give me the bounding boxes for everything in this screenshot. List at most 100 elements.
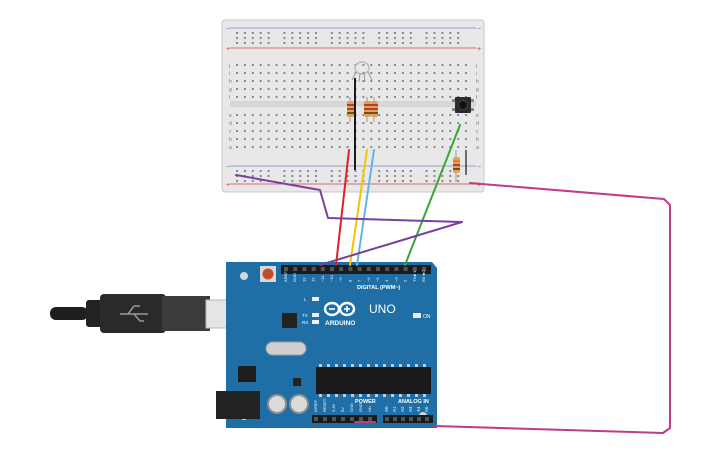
breadboard-hole — [307, 138, 310, 140]
model-label: UNO — [369, 302, 396, 316]
header-socket[interactable] — [425, 417, 429, 421]
breadboard-hole — [307, 146, 310, 148]
breadboard-hole — [236, 64, 238, 66]
breadboard-hole — [394, 88, 396, 90]
rail-hole — [283, 175, 286, 177]
breadboard-hole — [330, 130, 333, 132]
breadboard-hole — [441, 138, 444, 140]
wire-green[interactable] — [404, 124, 461, 266]
breadboard-hole — [251, 72, 254, 74]
header-socket[interactable] — [366, 267, 371, 271]
header-socket[interactable] — [417, 417, 421, 421]
breadboard-hole — [307, 72, 310, 74]
breadboard-hole — [251, 96, 254, 98]
dc-power-jack[interactable] — [216, 391, 260, 419]
rail-hole — [307, 32, 310, 34]
wire-magenta[interactable] — [434, 182, 671, 434]
wires[interactable] — [235, 124, 671, 434]
header-socket[interactable] — [357, 267, 362, 271]
header-socket[interactable] — [293, 267, 298, 271]
push-button[interactable] — [452, 97, 474, 113]
digital-pin-label: ~3 — [393, 277, 398, 282]
analog-pin-header[interactable] — [383, 415, 433, 423]
breadboard-hole — [417, 114, 420, 116]
digital-pin-label: GND — [292, 273, 297, 282]
header-socket[interactable] — [341, 417, 345, 421]
header-socket[interactable] — [311, 267, 316, 271]
rail-hole — [378, 32, 381, 34]
header-socket[interactable] — [368, 417, 372, 421]
resistor-2[interactable] — [364, 97, 371, 122]
chip-leg — [415, 364, 418, 367]
rail-hole — [307, 37, 310, 39]
usb-cable[interactable] — [50, 294, 249, 333]
rail-hole — [236, 42, 238, 44]
header-socket[interactable] — [320, 267, 325, 271]
breadboard-hole — [401, 122, 404, 124]
breadboard-hole — [315, 88, 317, 90]
resistor-3[interactable] — [371, 97, 378, 122]
header-socket[interactable] — [393, 417, 397, 421]
header-socket[interactable] — [284, 267, 288, 271]
digital-pin-header[interactable] — [281, 265, 431, 274]
header-socket[interactable] — [412, 267, 417, 271]
breadboard-hole — [330, 122, 333, 124]
breadboard-hole — [386, 114, 389, 116]
breadboard-hole — [401, 72, 404, 74]
header-socket[interactable] — [323, 417, 327, 421]
rail-hole — [378, 37, 381, 39]
rail-hole — [291, 37, 294, 39]
header-socket[interactable] — [314, 417, 318, 421]
chip-leg — [423, 394, 426, 397]
breadboard-hole — [449, 114, 452, 116]
wire-red[interactable] — [335, 149, 350, 266]
header-socket[interactable] — [403, 267, 408, 271]
rail-hole — [338, 37, 341, 39]
analog-label: ANALOG IN — [398, 399, 429, 405]
header-socket[interactable] — [385, 267, 390, 271]
header-socket[interactable] — [332, 417, 336, 421]
breadboard-hole — [465, 138, 468, 140]
header-socket[interactable] — [339, 267, 344, 271]
breadboard-hole — [378, 130, 381, 132]
rail-hole — [267, 42, 270, 44]
breadboard-hole — [457, 146, 460, 148]
header-socket[interactable] — [409, 417, 413, 421]
chip-leg — [383, 364, 386, 367]
rail-hole — [315, 32, 317, 34]
rail-hole — [409, 175, 412, 177]
rail-hole — [338, 175, 341, 177]
header-socket[interactable] — [348, 267, 353, 271]
breadboard-hole — [259, 122, 262, 124]
rail-hole — [243, 37, 246, 39]
rail-hole — [441, 180, 444, 182]
header-socket[interactable] — [350, 417, 354, 421]
header-socket[interactable] — [330, 267, 334, 271]
breadboard-hole — [322, 146, 325, 148]
header-socket[interactable] — [359, 417, 363, 421]
breadboard-hole — [449, 96, 452, 98]
header-socket[interactable] — [302, 267, 307, 271]
resistor-4[interactable] — [453, 150, 460, 182]
header-socket[interactable] — [394, 267, 399, 271]
header-socket[interactable] — [422, 267, 426, 271]
breadboard-hole — [259, 130, 262, 132]
wire-yellow[interactable] — [349, 149, 368, 266]
resistor-1[interactable] — [347, 97, 354, 122]
rail-hole — [354, 170, 357, 172]
header-socket[interactable] — [401, 417, 405, 421]
rail-hole — [315, 37, 317, 39]
header-socket[interactable] — [385, 417, 389, 421]
wire-purple[interactable] — [235, 174, 463, 266]
reset-button[interactable] — [260, 266, 276, 282]
breadboard-hole — [275, 146, 278, 148]
breadboard-hole — [299, 64, 302, 66]
breadboard-hole — [346, 80, 349, 82]
breadboard-hole — [378, 96, 381, 98]
breadboard-hole — [283, 122, 286, 124]
header-socket[interactable] — [376, 267, 380, 271]
rgb-led[interactable] — [351, 61, 373, 83]
wire-blue[interactable] — [356, 149, 375, 266]
